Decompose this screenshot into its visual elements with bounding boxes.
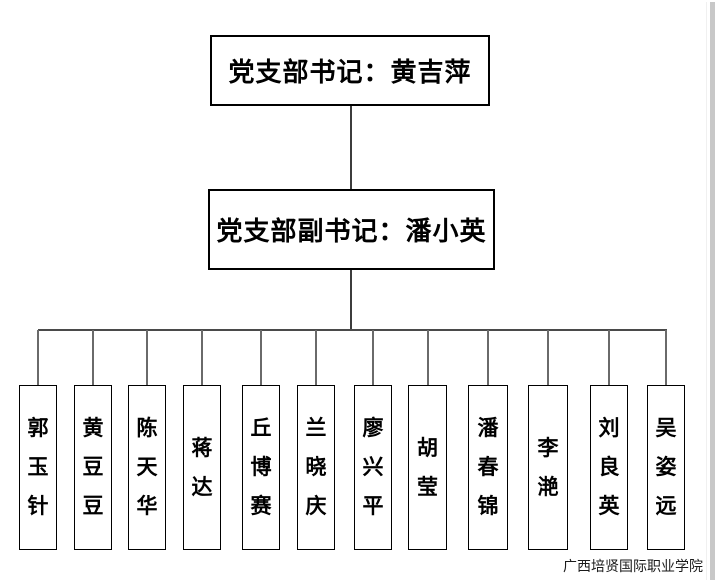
- org-box-member[interactable]: 廖兴平: [354, 385, 392, 550]
- member-name-char: 达: [191, 474, 213, 499]
- member-name-char: 廖: [362, 416, 384, 440]
- member-name-char: 天: [136, 455, 158, 479]
- org-box-member[interactable]: 黄豆豆: [74, 385, 112, 550]
- connector-rail: [38, 329, 667, 331]
- member-name-char: 兰: [305, 416, 327, 440]
- connector-drop: [146, 330, 148, 385]
- member-name-char: 黄: [82, 416, 104, 440]
- org-box-member[interactable]: 蒋达: [183, 385, 221, 550]
- connector-drop: [426, 330, 429, 385]
- connector-deputy-rail: [350, 270, 352, 330]
- member-name-char: 赛: [250, 494, 272, 518]
- org-box-member[interactable]: 陈天华: [128, 385, 166, 550]
- connector-drop: [665, 330, 667, 385]
- member-name-char: 春: [477, 455, 499, 479]
- member-name-char: 陈: [136, 416, 158, 440]
- org-box-member[interactable]: 兰晓庆: [297, 385, 335, 550]
- member-name-char: 晓: [305, 455, 327, 479]
- member-name-char: 英: [598, 494, 620, 518]
- connector-drop: [201, 330, 203, 385]
- footer-watermark: 广西培贤国际职业学院: [563, 560, 703, 575]
- connector-drop: [372, 330, 374, 385]
- member-name-char: 豆: [82, 494, 104, 518]
- member-name-char: 针: [27, 494, 49, 518]
- org-box-member[interactable]: 吴姿远: [647, 385, 685, 550]
- member-name-char: 吴: [655, 416, 677, 440]
- connector-drop: [608, 330, 610, 385]
- org-box-member[interactable]: 郭玉针: [19, 385, 57, 550]
- member-name-char: 良: [598, 455, 620, 479]
- member-name-char: 玉: [27, 455, 49, 479]
- member-name-char: 锦: [477, 494, 499, 518]
- member-name-char: 平: [362, 494, 384, 518]
- org-box-member[interactable]: 胡莹: [408, 385, 447, 550]
- connector-drop: [92, 330, 94, 385]
- page-edge-faint-line: [706, 2, 707, 580]
- member-name-char: 莹: [417, 474, 438, 499]
- org-box-member[interactable]: 潘春锦: [468, 385, 508, 550]
- connector-drop: [260, 330, 262, 385]
- member-name-char: 博: [250, 455, 272, 479]
- member-name-char: 庆: [305, 494, 327, 518]
- org-box-deputy[interactable]: 党支部副书记：潘小英: [208, 189, 495, 270]
- org-box-secretary[interactable]: 党支部书记：黄吉萍: [210, 35, 490, 106]
- member-name-char: 丘: [250, 416, 272, 440]
- page-edge: [710, 2, 715, 580]
- org-box-member[interactable]: 李滟: [528, 385, 568, 550]
- member-name-char: 刘: [598, 416, 620, 440]
- member-name-char: 远: [655, 494, 677, 518]
- org-box-member[interactable]: 丘博赛: [242, 385, 280, 550]
- connector-secretary-deputy: [350, 106, 352, 189]
- connector-drop: [547, 330, 549, 385]
- member-name-char: 姿: [655, 455, 677, 479]
- member-name-char: 李: [537, 435, 559, 460]
- member-name-char: 华: [136, 494, 158, 518]
- connector-drop: [315, 330, 317, 385]
- member-name-char: 潘: [477, 416, 499, 440]
- member-name-char: 胡: [417, 435, 438, 460]
- member-name-char: 郭: [27, 416, 49, 440]
- member-name-char: 豆: [82, 455, 104, 479]
- member-name-char: 兴: [362, 455, 384, 479]
- connector-drop: [487, 330, 489, 385]
- org-box-member[interactable]: 刘良英: [590, 385, 628, 550]
- connector-drop: [37, 330, 39, 385]
- member-name-char: 蒋: [191, 435, 213, 460]
- member-name-char: 滟: [537, 474, 559, 499]
